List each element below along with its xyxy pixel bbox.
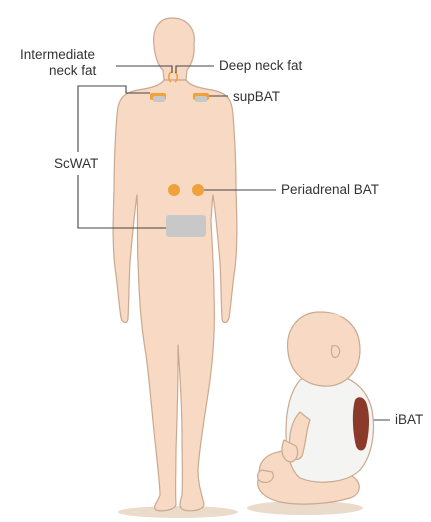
label-intermediate-neck-fat-line1: Intermediate <box>20 47 95 62</box>
ibat-pad <box>353 397 369 450</box>
periadrenal-bat-left <box>168 184 180 196</box>
label-periadrenal-bat: Periadrenal BAT <box>281 182 379 197</box>
abdominal-scwat-patch <box>166 215 206 237</box>
label-deep-neck-fat: Deep neck fat <box>219 58 302 73</box>
label-supbat: supBAT <box>233 89 280 104</box>
label-intermediate-neck-fat-line2: neck fat <box>49 63 96 78</box>
label-ibat: iBAT <box>395 412 423 427</box>
label-scwat: ScWAT <box>54 156 98 171</box>
adult-ground-shadow <box>118 506 238 518</box>
supbat-right-pad-gray <box>195 96 207 102</box>
periadrenal-bat-right <box>192 184 204 196</box>
supbat-left-pad-gray <box>153 96 165 102</box>
adult-body <box>113 18 237 511</box>
